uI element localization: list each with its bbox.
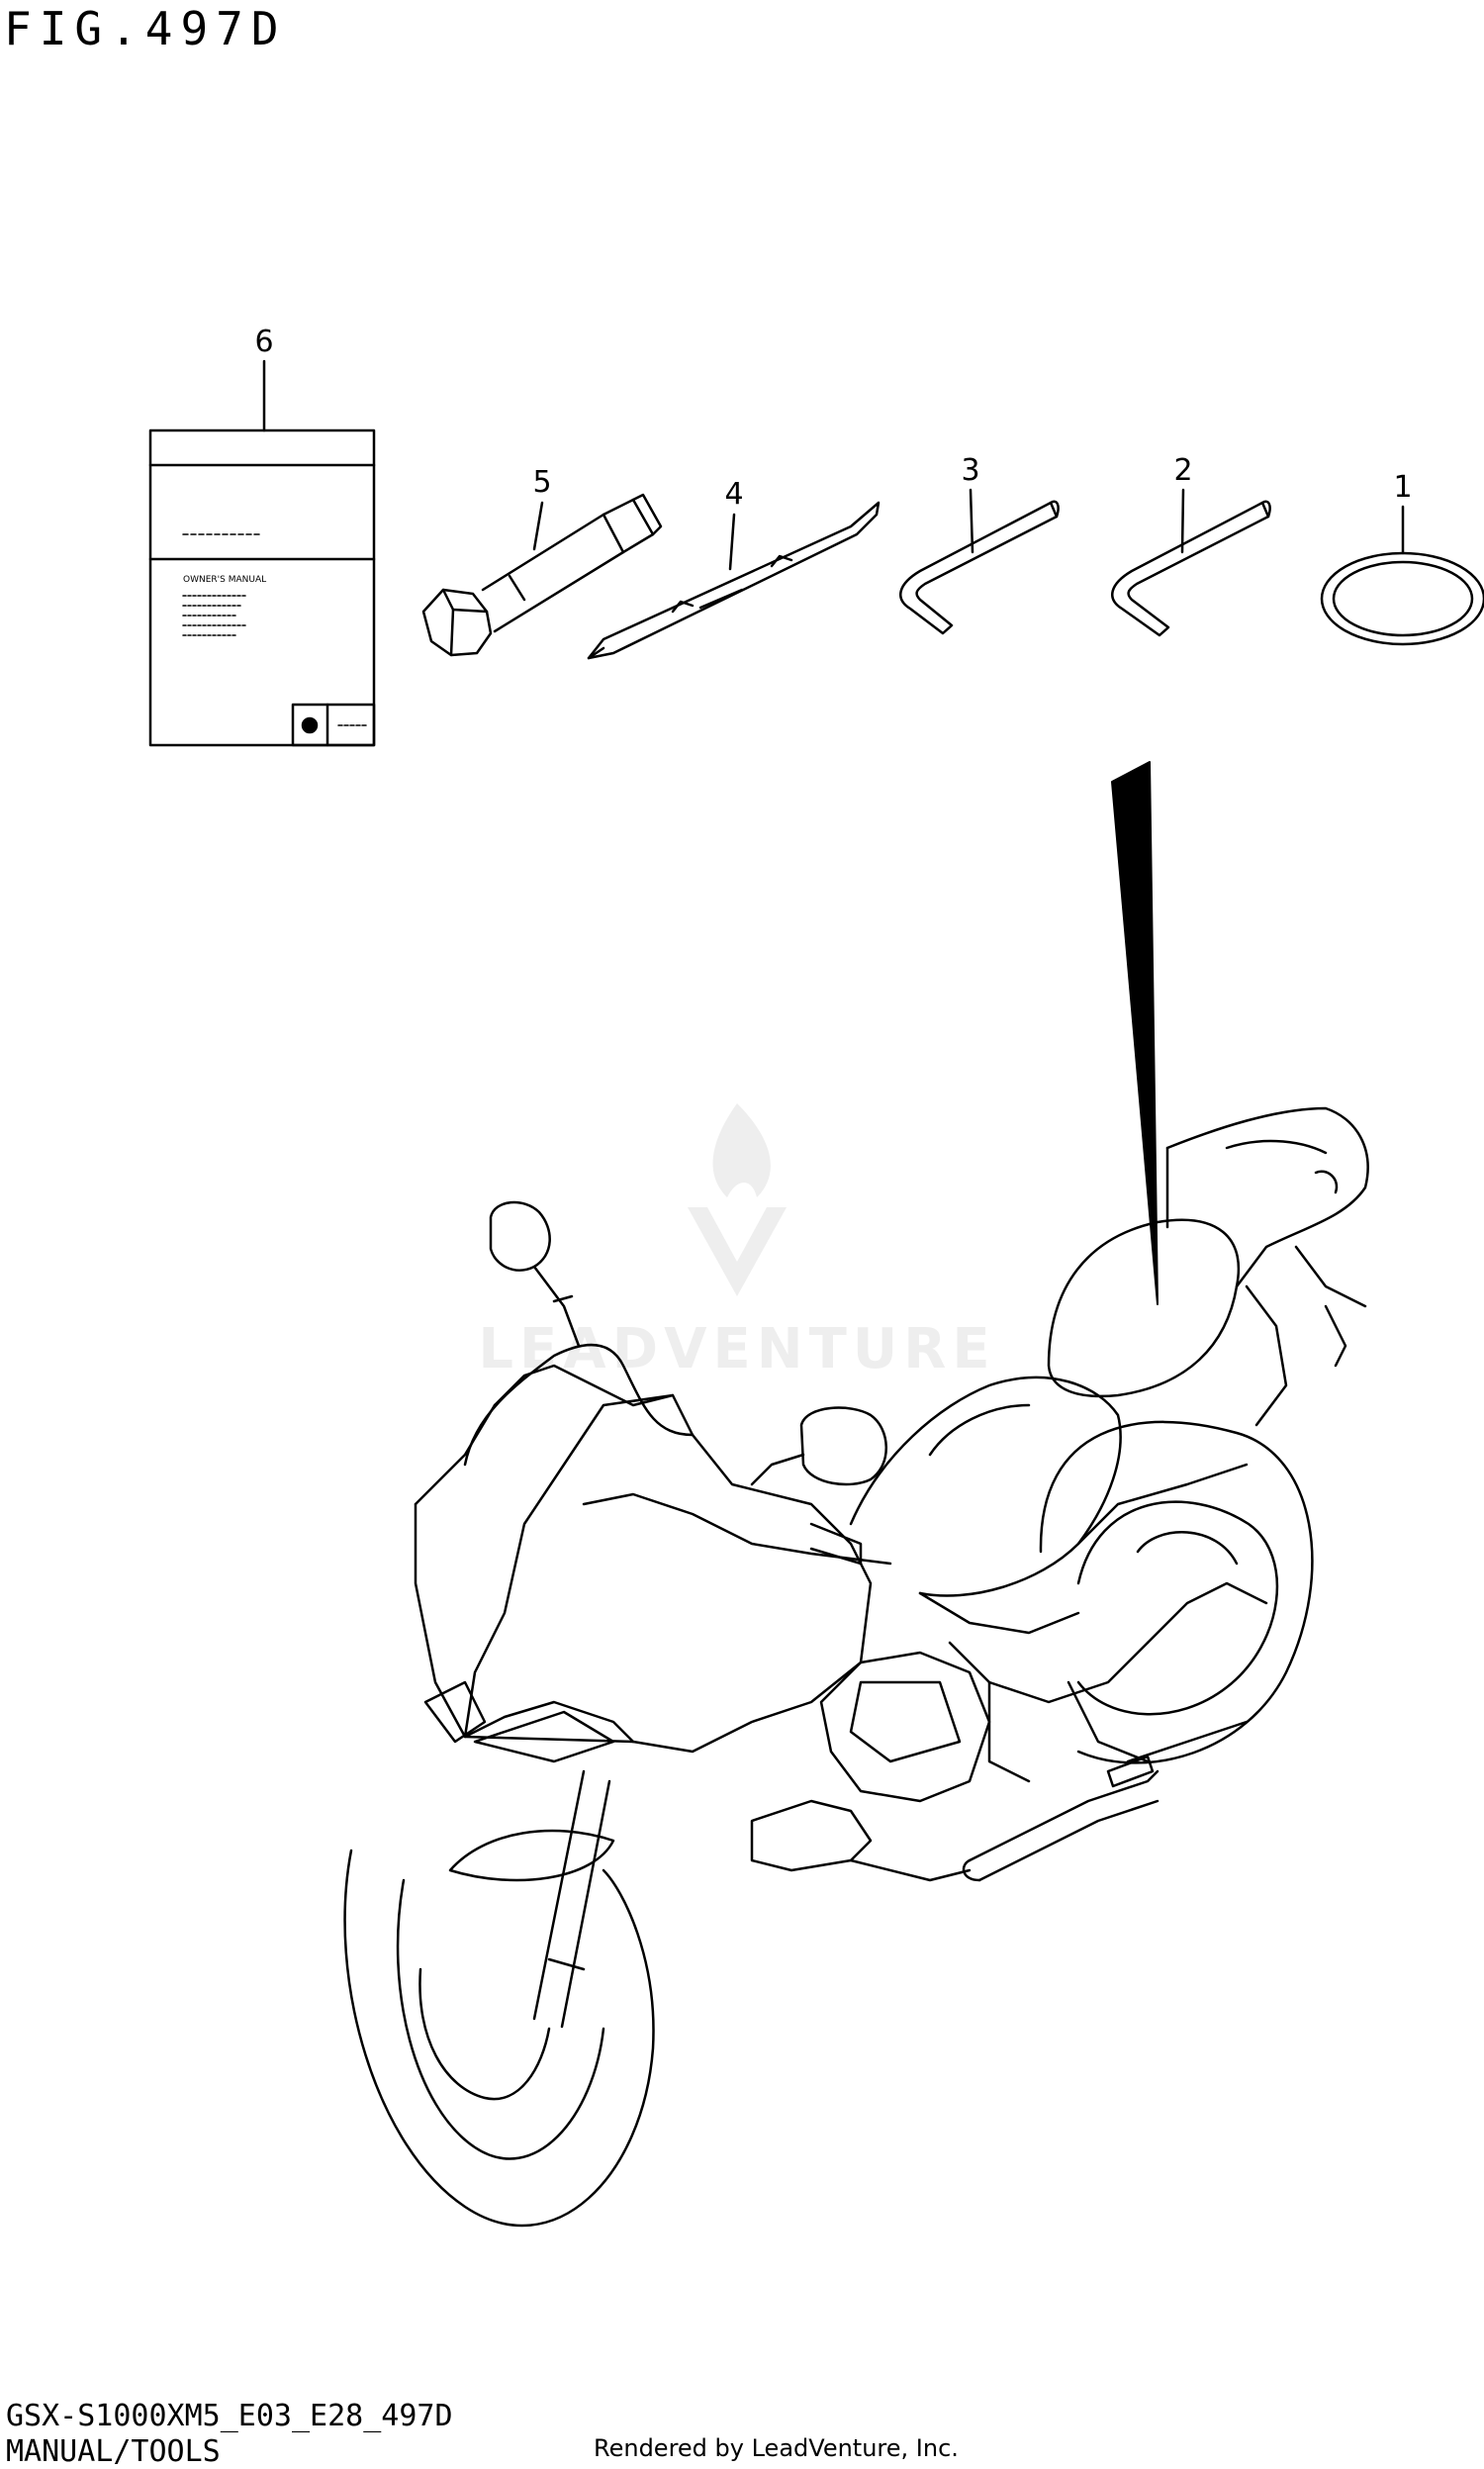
owners-manual-illustration: OWNER'S MANUAL bbox=[148, 428, 376, 747]
o-ring-illustration bbox=[1320, 551, 1484, 646]
model-code: GSX-S1000XM5_E03_E28_497D bbox=[6, 2399, 453, 2433]
leader-5 bbox=[532, 501, 544, 551]
spark-plug-wrench-illustration bbox=[421, 493, 663, 657]
hex-wrench-2-illustration bbox=[1111, 500, 1271, 637]
motorcycle-illustration bbox=[343, 1106, 1369, 2228]
watermark-text: LEADVENTURE bbox=[478, 1317, 995, 1381]
callout-6: 6 bbox=[254, 325, 274, 359]
location-pointer bbox=[1111, 761, 1159, 1305]
hex-wrench-3-illustration bbox=[899, 500, 1060, 635]
leader-2 bbox=[1180, 488, 1185, 554]
leadventure-watermark: LEADVENTURE bbox=[478, 1103, 995, 1381]
rendered-by-credit: Rendered by LeadVenture, Inc. bbox=[594, 2434, 959, 2462]
leader-4 bbox=[728, 513, 736, 571]
figure-title: FIG.497D bbox=[4, 2, 287, 55]
section-name: MANUAL/TOOLS bbox=[6, 2434, 221, 2469]
manual-heading: OWNER'S MANUAL bbox=[183, 575, 266, 585]
leader-3 bbox=[969, 488, 974, 554]
callout-2: 2 bbox=[1173, 453, 1193, 488]
callout-1: 1 bbox=[1393, 470, 1413, 505]
callout-4: 4 bbox=[724, 477, 744, 512]
callout-3: 3 bbox=[961, 453, 980, 488]
callout-5: 5 bbox=[532, 465, 552, 500]
screwdriver-illustration bbox=[587, 501, 881, 660]
